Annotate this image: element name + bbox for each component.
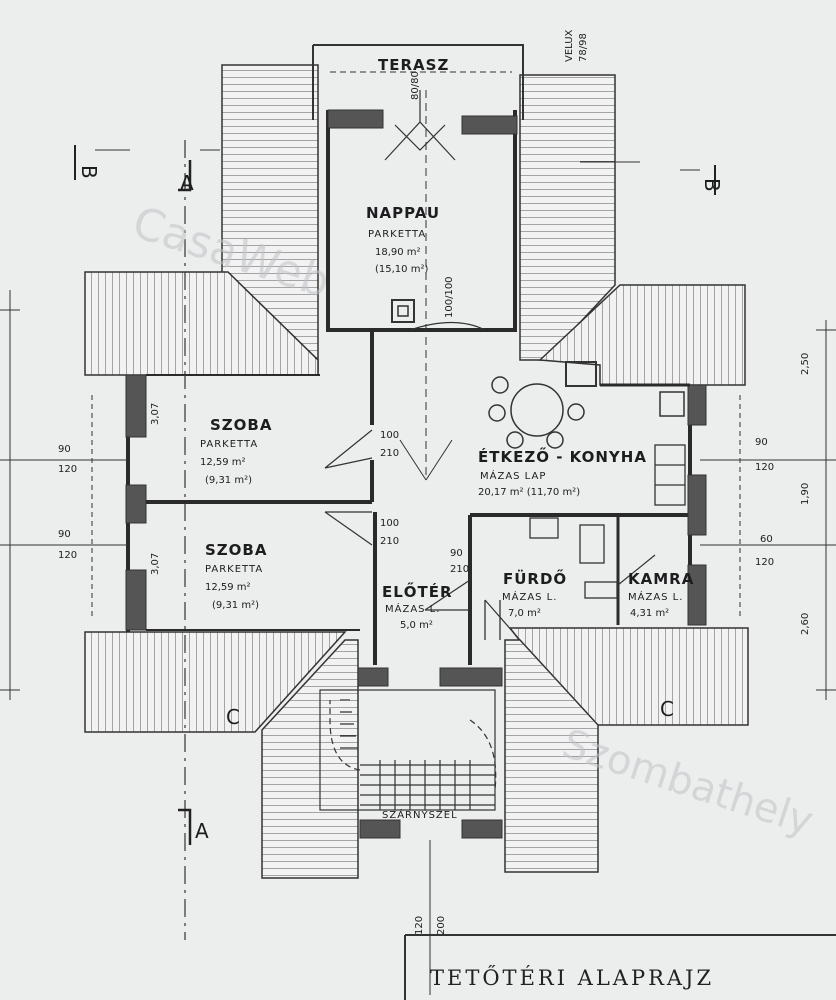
room-kamra-name: KAMRA: [628, 570, 694, 588]
staircase: [319, 689, 497, 811]
dining-table: [488, 376, 585, 449]
dim-win-right-2: 60: [760, 534, 773, 545]
room-terasz-name: TERASZ: [378, 56, 449, 74]
section-b-left: B: [77, 165, 101, 179]
section-b-right: B: [700, 178, 724, 192]
door-swings: [324, 321, 656, 641]
dimension-labels: 100 210 100 210 90 210 90 120 90 120 90 …: [58, 29, 811, 935]
room-szoba2-area: 12,59 m²: [205, 582, 251, 593]
room-nappali-area: 18,90 m²: [375, 247, 421, 258]
terrace-door: [384, 90, 456, 161]
dim-door-top: 100: [380, 430, 399, 441]
dim-nappali-v2: 100/100: [444, 276, 455, 318]
room-szoba2-area2: (9,31 m²): [212, 600, 259, 611]
dim-right-b: 1,90: [800, 483, 811, 505]
room-szoba1-area: 12,59 m²: [200, 457, 246, 468]
section-c-left: C: [226, 705, 240, 729]
room-szoba2-name: SZOBA: [205, 541, 267, 559]
dim-right-c: 2,60: [800, 613, 811, 635]
dim-win-right-1: 90: [755, 437, 768, 448]
dim-left-a: 3,07: [150, 403, 161, 425]
walls: [125, 109, 707, 839]
room-szoba1-area2: (9,31 m²): [205, 475, 252, 486]
room-szoba1-name: SZOBA: [210, 416, 272, 434]
section-lines: [0, 90, 836, 1000]
dim-door-mid-b: 210: [380, 536, 399, 547]
section-c-right: C: [660, 697, 674, 721]
dim-velux-b: 78/98: [578, 33, 589, 62]
room-szoba2-floor: PARKETTA: [205, 564, 263, 575]
dim-door-top-b: 210: [380, 448, 399, 459]
room-eloter-area: 5,0 m²: [400, 620, 433, 631]
dim-velux: VELUX: [564, 29, 575, 62]
dim-win-left-1: 90: [58, 444, 71, 455]
dim-win-left-2b: 120: [58, 550, 77, 561]
room-szoba1-floor: PARKETTA: [200, 439, 258, 450]
room-furdo-floor: MÁZAS L.: [502, 590, 557, 603]
dim-bottom-a: 120: [414, 916, 425, 935]
dim-win-right-1b: 120: [755, 462, 774, 473]
dim-win-left-2: 90: [58, 529, 71, 540]
dim-win-left-1b: 120: [58, 464, 77, 475]
room-furdo-name: FÜRDŐ: [503, 568, 567, 588]
room-kamra-area: 4,31 m²: [630, 608, 669, 619]
dim-door-eloter-b: 210: [450, 564, 469, 575]
room-furdo-area: 7,0 m²: [508, 608, 541, 619]
section-markers: [74, 145, 716, 845]
dim-win-right-2b: 120: [755, 557, 774, 568]
room-labels: TERASZ NAPPAU PARKETTA 18,90 m² (15,10 m…: [200, 56, 694, 631]
terrace-outline: [312, 44, 524, 120]
dim-nappali-v: 80/80: [410, 71, 421, 100]
room-etkezo-area: 20,17 m² (11,70 m²): [478, 487, 580, 498]
roof-hatching: [84, 64, 749, 879]
room-etkezo-floor: MÁZAS LAP: [480, 469, 546, 482]
dim-right-a: 2,50: [800, 353, 811, 375]
dim-left-b: 3,07: [150, 553, 161, 575]
room-eloter-floor: MÁZAS L.: [385, 602, 440, 615]
section-a-top: A: [180, 171, 194, 195]
room-nappali-name: NAPPAU: [366, 204, 440, 222]
bathroom-fixtures: [484, 444, 686, 640]
dim-bottom-b: 200: [436, 916, 447, 935]
stair-label: SZÁRNYSZEL: [382, 808, 458, 821]
room-kamra-floor: MÁZAS L.: [628, 590, 683, 603]
room-eloter-name: ELŐTÉR: [382, 581, 453, 601]
room-etkezo-name: ÉTKEZŐ - KONYHA: [478, 446, 647, 466]
drawing-title: TETŐTÉRI ALAPRAJZ: [430, 965, 714, 990]
room-nappali-floor: PARKETTA: [368, 229, 426, 240]
room-nappali-area2: (15,10 m²): [375, 264, 428, 275]
section-a-bottom: A: [195, 819, 209, 843]
section-letters: A A B B C C: [77, 165, 724, 843]
dim-door-eloter: 90: [450, 548, 463, 559]
dim-door-mid: 100: [380, 518, 399, 529]
